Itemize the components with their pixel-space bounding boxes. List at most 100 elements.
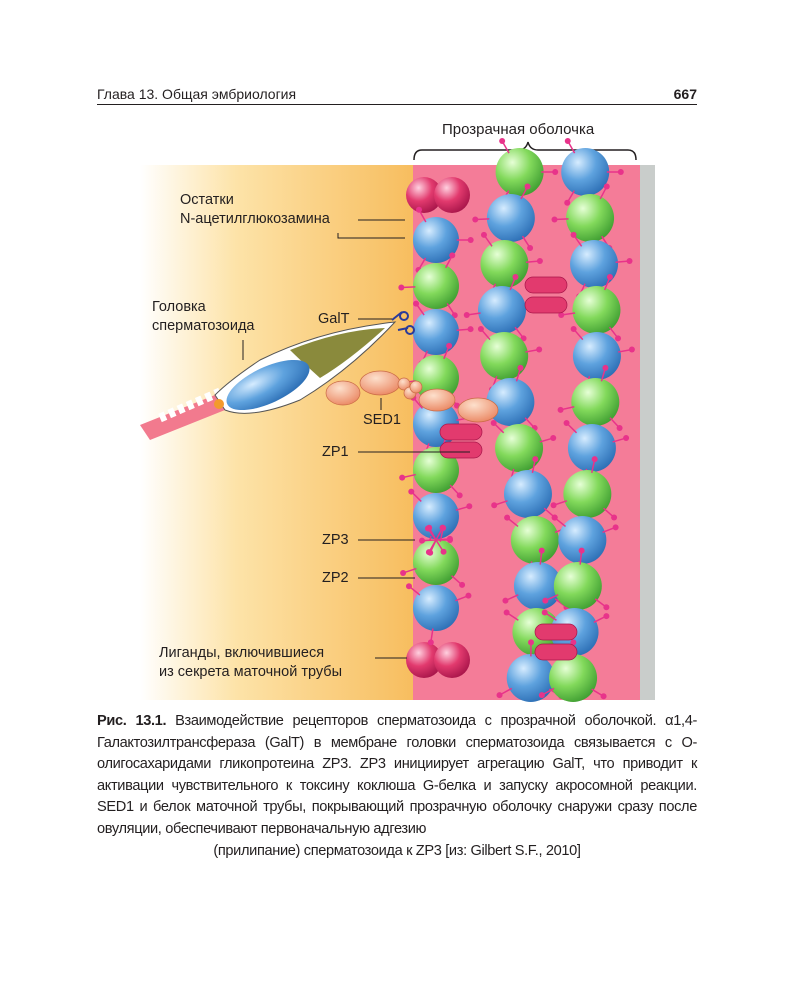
n-acetylglucosamine-residue — [480, 231, 487, 238]
figure-sperm-zona-binding — [140, 137, 655, 702]
n-acetylglucosamine-residue — [538, 692, 545, 699]
caption-last-line: (прилипание) сперматозоида к ZP3 [из: Gi… — [213, 842, 581, 859]
n-acetylglucosamine-residue — [541, 609, 548, 616]
galt-label: GalT — [318, 311, 350, 327]
n-acetylglucosamine-residue — [617, 169, 624, 175]
n-acetylglucosamine-residue — [427, 549, 434, 556]
n-acetylglucosamine-residue — [570, 639, 577, 646]
zp2-label: ZP2 — [322, 570, 349, 586]
zp2-bead — [572, 286, 621, 334]
n-acetylglucosamine-residue — [427, 639, 434, 646]
n-acetylglucosamine-residue — [603, 613, 610, 620]
oocyte-membrane — [640, 165, 655, 700]
zp2-bead — [480, 240, 529, 288]
n-acetylglucosamine-residue — [551, 216, 558, 223]
zp1-crosslink — [439, 441, 483, 459]
n-acetylglucosamine-residue — [600, 693, 607, 700]
nag-label-line2: N-ацетилглюкозамина — [180, 211, 330, 227]
zp3-bead — [413, 309, 459, 355]
zp3-bead — [413, 585, 459, 631]
zp3-bead — [478, 286, 527, 334]
n-acetylglucosamine-residue — [591, 456, 598, 463]
n-acetylglucosamine-residue — [465, 592, 472, 599]
n-acetylglucosamine-residue — [570, 231, 577, 238]
caption-label: Рис. 13.1. — [97, 713, 167, 729]
n-acetylglucosamine-residue — [602, 364, 609, 371]
n-acetylglucosamine-residue — [603, 183, 610, 190]
n-acetylglucosamine-residue — [550, 435, 557, 442]
sperm-head — [140, 311, 415, 440]
zp2-bead — [480, 332, 529, 380]
zp1-crosslink — [524, 276, 568, 294]
n-acetylglucosamine-residue — [467, 326, 474, 333]
n-acetylglucosamine-residue — [502, 597, 509, 604]
sed1-label: SED1 — [363, 412, 401, 428]
n-acetylglucosamine-residue — [490, 420, 497, 427]
zp1-label: ZP1 — [322, 444, 349, 460]
figure-caption: Рис. 13.1. Взаимодействие рецепторов спе… — [97, 711, 697, 862]
n-acetylglucosamine-residue — [606, 274, 613, 281]
sperm-head-label-line1: Головка — [152, 299, 206, 315]
zp3-bead — [413, 217, 459, 263]
n-acetylglucosamine-residue — [542, 597, 549, 604]
zp2-bead — [495, 148, 544, 196]
n-acetylglucosamine-residue — [615, 335, 622, 342]
n-acetylglucosamine-residue — [400, 569, 407, 576]
zp3-bead — [570, 240, 619, 288]
n-acetylglucosamine-residue — [616, 425, 623, 432]
zp3-bead — [503, 470, 552, 518]
n-acetylglucosamine-residue — [398, 284, 405, 291]
zp3-bead — [486, 194, 535, 242]
zp2-bead — [413, 355, 459, 401]
zp2-bead — [563, 470, 612, 518]
n-acetylglucosamine-residue — [552, 169, 559, 175]
n-acetylglucosamine-residue — [536, 346, 543, 353]
n-acetylglucosamine-residue — [504, 514, 511, 521]
n-acetylglucosamine-residue — [536, 258, 543, 265]
n-acetylglucosamine-residue — [439, 524, 446, 531]
n-acetylglucosamine-residue — [557, 406, 564, 413]
n-acetylglucosamine-residue — [408, 488, 415, 495]
n-acetylglucosamine-residue — [466, 503, 473, 510]
n-acetylglucosamine-residue — [563, 420, 570, 427]
n-acetylglucosamine-residue — [405, 583, 412, 590]
n-acetylglucosamine-residue — [424, 525, 431, 532]
sperm-head-label-line2: сперматозоида — [152, 318, 255, 334]
n-acetylglucosamine-residue — [623, 435, 630, 442]
medium-background — [140, 165, 415, 700]
zp2-bead — [510, 516, 559, 564]
zp-filaments — [398, 137, 635, 702]
n-acetylglucosamine-residue — [528, 639, 535, 646]
n-acetylglucosamine-residue — [499, 137, 506, 144]
n-acetylglucosamine-residue — [419, 537, 426, 544]
n-acetylglucosamine-residue — [564, 199, 571, 206]
n-acetylglucosamine-residue — [440, 548, 447, 555]
n-acetylglucosamine-residue — [558, 312, 565, 319]
zp2-bead — [495, 424, 544, 472]
n-acetylglucosamine-residue — [578, 547, 585, 554]
n-acetylglucosamine-residue — [472, 216, 479, 223]
zp3-bead — [506, 654, 555, 702]
n-acetylglucosamine-residue — [413, 300, 420, 307]
n-acetylglucosamine-residue — [477, 326, 484, 333]
zp1-crosslink — [439, 423, 483, 441]
zp1-crosslink — [534, 643, 578, 661]
n-acetylglucosamine-residue — [512, 274, 519, 281]
zp2-bead — [413, 263, 459, 309]
header-rule — [97, 104, 697, 105]
n-acetylglucosamine-residue — [538, 547, 545, 554]
n-acetylglucosamine-residue — [399, 474, 406, 481]
n-acetylglucosamine-residue — [449, 252, 456, 259]
n-acetylglucosamine-residue — [626, 258, 633, 265]
zp3-bead — [558, 516, 607, 564]
n-acetylglucosamine-residue — [611, 514, 618, 521]
ligands-label-line1: Лиганды, включившиеся — [159, 645, 325, 661]
zp2-bead — [413, 539, 459, 585]
n-acetylglucosamine-residue — [570, 326, 577, 333]
n-acetylglucosamine-residue — [459, 581, 466, 588]
nag-label-line1: Остатки — [180, 192, 234, 208]
oviduct-ligand — [434, 642, 470, 678]
n-acetylglucosamine-residue — [446, 342, 453, 349]
zona-bracket — [413, 141, 637, 161]
zp2-bead — [413, 447, 459, 493]
